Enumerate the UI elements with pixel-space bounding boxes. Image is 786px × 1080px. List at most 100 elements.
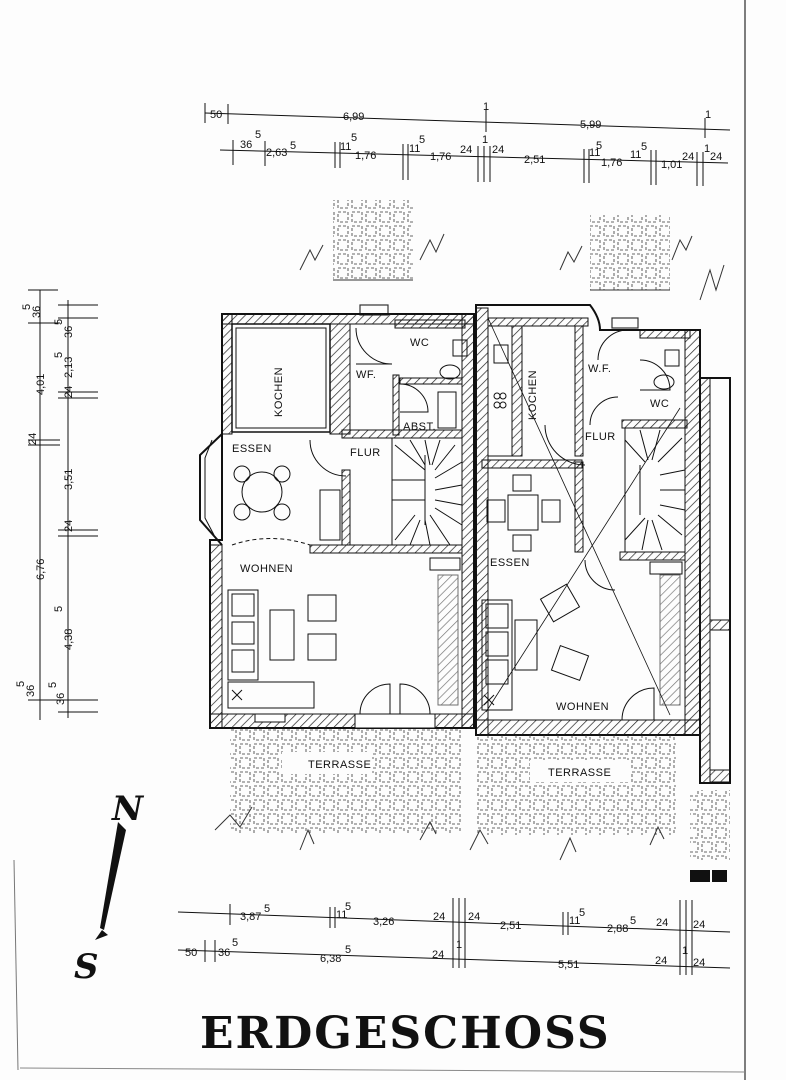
house-right: KOCHEN W.F. WC FLUR ESSEN WOHNEN bbox=[475, 304, 701, 736]
bottom-dim-sup5d: 5 bbox=[630, 915, 636, 927]
room-label-kochen-left: KOCHEN bbox=[273, 367, 285, 417]
bottom-dim-36: 36 bbox=[218, 947, 230, 959]
top-dim-1c: 1 bbox=[482, 134, 488, 146]
top-dim-sup5d: 5 bbox=[419, 134, 425, 146]
bottom-dim-sup5e: 5 bbox=[232, 937, 238, 949]
left-dim-36: 36 bbox=[31, 306, 43, 318]
top-dim-101: 1,01 bbox=[661, 159, 682, 171]
bottom-dim-24f: 24 bbox=[655, 955, 667, 967]
left-dim-sup5f: 5 bbox=[47, 682, 59, 688]
top-dim-sup5a: 5 bbox=[255, 129, 261, 141]
top-dim-11d: 11 bbox=[630, 149, 641, 161]
compass-arrow: N S bbox=[74, 789, 145, 987]
bottom-dim-251: 2,51 bbox=[500, 920, 521, 932]
left-dim-sup5d: 5 bbox=[53, 352, 65, 358]
top-dimensions: 50 6,99 1 5,99 1 36 5 2,63 5 11 5 1,76 1… bbox=[204, 101, 731, 186]
top-dim-251: 2,51 bbox=[524, 154, 545, 166]
top-dim-176b: 1,76 bbox=[430, 151, 451, 163]
terrace-label-left: TERRASSE bbox=[308, 759, 371, 771]
bottom-dim-288: 2,88 bbox=[607, 923, 628, 935]
top-dim-24c: 24 bbox=[682, 151, 694, 163]
drawing-title: ERDGESCHOSS bbox=[200, 1008, 611, 1059]
compass-north-label: N bbox=[111, 789, 145, 829]
room-label-flur-left: FLUR bbox=[350, 447, 381, 459]
terrace-left: TERRASSE bbox=[214, 728, 462, 851]
top-dim-24a: 24 bbox=[460, 144, 472, 156]
house-left: KOCHEN WC WF. ABST. ESSEN FLUR WOHNEN bbox=[199, 313, 475, 729]
top-dim-sup5f: 5 bbox=[641, 141, 647, 153]
top-dim-176a: 1,76 bbox=[355, 150, 376, 162]
compass-south-label: S bbox=[74, 947, 99, 987]
left-dimensions: 36 5 6,76 36 5 4,01 24 36 5 2,13 5 24 3,… bbox=[15, 289, 98, 720]
left-dim-24c: 24 bbox=[63, 520, 75, 532]
left-dim-sup5a: 5 bbox=[21, 304, 33, 310]
room-label-essen-left: ESSEN bbox=[232, 443, 272, 455]
bottom-dim-638: 6,38 bbox=[320, 953, 341, 965]
room-label-wf-right: W.F. bbox=[588, 363, 611, 375]
bottom-dim-1a: 1 bbox=[456, 939, 462, 951]
terrace-right: TERRASSE bbox=[469, 735, 730, 882]
left-dim-36b: 36 bbox=[25, 685, 37, 697]
left-dim-351: 3,51 bbox=[63, 469, 75, 490]
left-dim-36c: 36 bbox=[63, 326, 75, 338]
top-dim-24b: 24 bbox=[492, 144, 504, 156]
left-dim-438: 4,38 bbox=[63, 629, 75, 650]
entrance-paths bbox=[299, 200, 725, 329]
left-dim-36d: 36 bbox=[55, 693, 67, 705]
left-dim-sup5b: 5 bbox=[15, 681, 27, 687]
top-dim-36: 36 bbox=[240, 139, 252, 151]
bottom-dim-24a: 24 bbox=[433, 911, 445, 923]
top-dim-11b: 11 bbox=[409, 143, 420, 155]
bottom-dim-50: 50 bbox=[185, 947, 197, 959]
bottom-dim-24b: 24 bbox=[468, 911, 480, 923]
room-label-wc-right: WC bbox=[650, 398, 669, 410]
room-label-essen-right: ESSEN bbox=[490, 557, 530, 569]
bottom-dim-326: 3,26 bbox=[373, 916, 394, 928]
bottom-dim-sup5f: 5 bbox=[345, 944, 351, 956]
room-label-wf-left: WF. bbox=[356, 369, 376, 381]
bottom-dim-sup5b: 5 bbox=[345, 901, 351, 913]
top-dim-50: 50 bbox=[210, 109, 222, 121]
paper-edge-bottom bbox=[19, 1067, 746, 1073]
room-label-wc-left: WC bbox=[410, 337, 429, 349]
bottom-dimensions: 3,87 5 11 5 3,26 24 24 2,51 11 5 2,88 5 … bbox=[177, 898, 731, 975]
top-dim-sup5c: 5 bbox=[351, 132, 357, 144]
top-dim-11a: 11 bbox=[340, 141, 351, 153]
top-dim-176c: 1,76 bbox=[601, 157, 622, 169]
room-label-wohnen-right: WOHNEN bbox=[556, 701, 609, 713]
bottom-dim-24d: 24 bbox=[693, 919, 705, 931]
left-dim-213: 2,13 bbox=[63, 357, 75, 378]
bottom-dim-1b: 1 bbox=[682, 945, 688, 957]
house-neighbour bbox=[699, 377, 731, 784]
top-dim-263: 2,63 bbox=[266, 147, 287, 159]
bottom-dim-11a: 11 bbox=[336, 909, 347, 921]
bottom-dim-24g: 24 bbox=[693, 957, 705, 969]
top-dim-1a: 1 bbox=[483, 101, 489, 113]
left-dim-sup5e: 5 bbox=[53, 606, 65, 612]
room-label-kochen-right: KOCHEN bbox=[527, 370, 539, 420]
bottom-dim-11b: 11 bbox=[569, 915, 580, 927]
top-dim-599: 5,99 bbox=[580, 119, 601, 131]
left-dim-401: 4,01 bbox=[35, 374, 47, 395]
bottom-dim-551: 5,51 bbox=[558, 959, 579, 971]
terrace-label-right: TERRASSE bbox=[548, 767, 611, 779]
paper-edge-left bbox=[13, 859, 19, 1071]
left-dim-sup5c: 5 bbox=[53, 319, 65, 325]
bottom-dim-24c: 24 bbox=[656, 917, 668, 929]
bottom-dim-387: 3,87 bbox=[240, 911, 261, 923]
top-dim-24d: 24 bbox=[710, 151, 722, 163]
bottom-dim-24e: 24 bbox=[432, 949, 444, 961]
room-label-abst-left: ABST. bbox=[403, 421, 436, 433]
bottom-dim-sup5a: 5 bbox=[264, 903, 270, 915]
left-dim-24b: 24 bbox=[63, 386, 75, 398]
left-dim-24: 24 bbox=[27, 433, 39, 445]
top-dim-11c: 11 bbox=[589, 147, 600, 159]
left-dim-676: 6,76 bbox=[35, 559, 47, 580]
top-dim-1b: 1 bbox=[705, 109, 711, 121]
top-dim-1d: 1 bbox=[704, 143, 710, 155]
room-label-wohnen-left: WOHNEN bbox=[240, 563, 293, 575]
room-label-flur-right: FLUR bbox=[585, 431, 616, 443]
top-dim-sup5e: 5 bbox=[596, 140, 602, 152]
